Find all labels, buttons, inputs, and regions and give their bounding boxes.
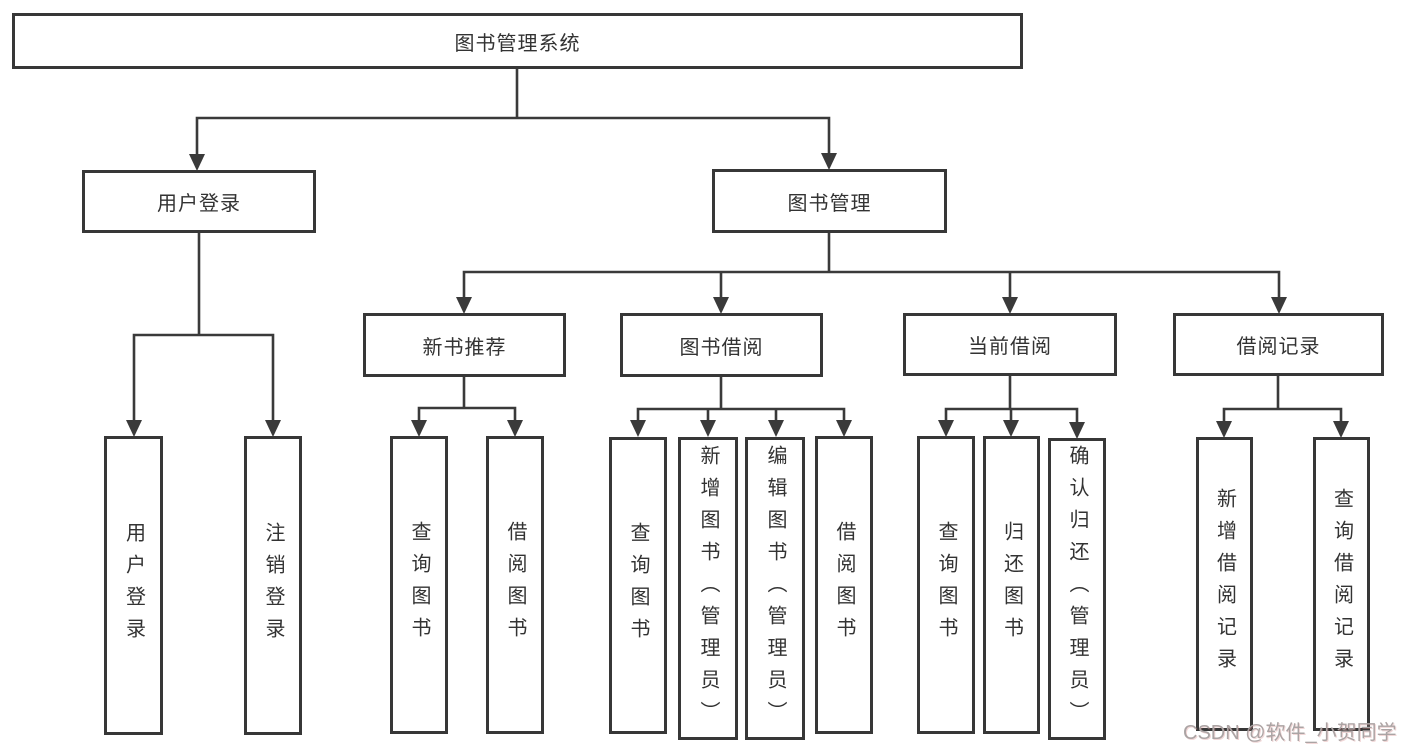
csdn-watermark: CSDN @软件_小贺同学 [1183,722,1397,744]
leaf-label: 借阅图书 [833,521,855,649]
node-book-borrow: 图书借阅 [620,313,823,377]
leaf-label: 用户登录 [122,521,145,650]
leaf-user-login: 用户登录 [104,436,163,735]
node-label: 借阅记录 [1236,336,1321,358]
leaf-confirm-return-admin: 确认归还（管理员） [1048,438,1106,740]
node-borrow-records: 借阅记录 [1173,313,1384,376]
node-label: 图书借阅 [679,336,764,359]
node-label: 图书管理 [787,192,872,215]
leaf-return-books: 归还图书 [983,436,1040,734]
leaf-logout: 注销登录 [244,436,302,735]
leaf-borrow-books: 借阅图书 [815,436,873,734]
leaf-edit-books-admin: 编辑图书（管理员） [745,437,805,740]
leaf-label: 注销登录 [262,521,284,650]
leaf-add-borrow-record: 新增借阅记录 [1196,437,1253,731]
leaf-label: 查询图书 [935,521,957,649]
arrowheads [126,153,1349,439]
leaf-label: 查询图书 [627,521,649,650]
node-root-label: 图书管理系统 [454,32,581,55]
leaf-borrow-books-recommend: 借阅图书 [486,436,544,734]
leaf-label: 查询图书 [408,521,430,649]
leaf-label: 编辑图书（管理员） [764,444,786,733]
leaf-label: 归还图书 [1000,521,1023,649]
node-label: 当前借阅 [968,336,1052,358]
node-root: 图书管理系统 [12,13,1023,69]
leaf-label: 新增图书（管理员） [697,444,719,733]
leaf-query-books-current: 查询图书 [917,436,975,734]
leaf-add-books-admin: 新增图书（管理员） [678,437,738,740]
leaf-label: 确认归还（管理员） [1066,445,1088,733]
node-label: 新书推荐 [422,336,507,359]
node-current-borrow: 当前借阅 [903,313,1117,376]
leaf-query-books-borrow: 查询图书 [609,437,667,734]
node-new-book-recommend: 新书推荐 [363,313,566,377]
leaf-query-books-recommend: 查询图书 [390,436,448,734]
node-label: 用户登录 [157,193,241,215]
leaf-query-borrow-record: 查询借阅记录 [1313,437,1370,731]
leaf-label: 查询借阅记录 [1330,488,1353,680]
leaf-label: 借阅图书 [504,521,526,649]
leaf-label: 新增借阅记录 [1213,488,1236,680]
node-book-management: 图书管理 [712,169,947,233]
node-user-login-branch: 用户登录 [82,170,316,233]
